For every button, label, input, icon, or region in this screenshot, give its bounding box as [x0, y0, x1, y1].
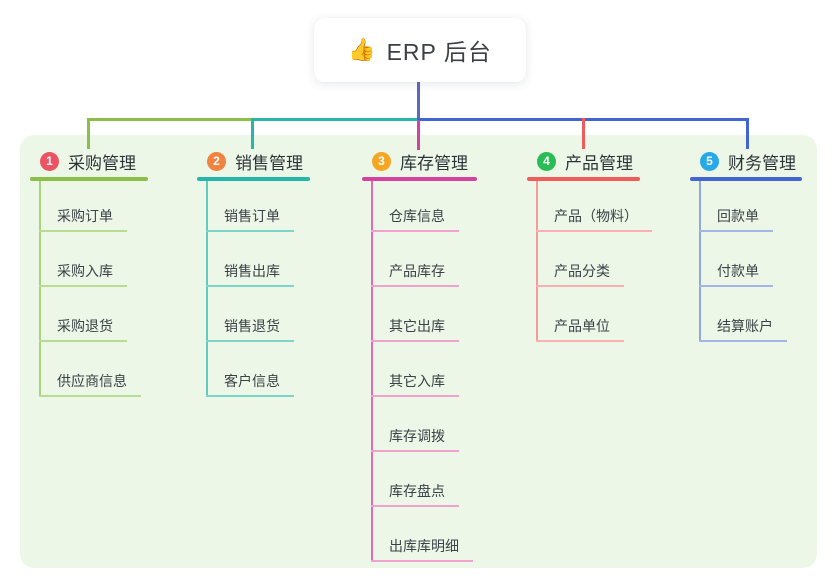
canvas-background — [20, 135, 817, 568]
branch-title: 库存管理 — [400, 153, 468, 173]
child-node[interactable]: 销售出库 — [206, 261, 294, 287]
branch-drop-line-1 — [87, 118, 90, 149]
branch-header[interactable]: 4 产品管理 — [527, 146, 640, 176]
branch-title: 财务管理 — [728, 153, 796, 173]
child-node[interactable]: 结算账户 — [699, 316, 787, 342]
child-node[interactable]: 产品库存 — [371, 261, 473, 287]
bus-line-green — [87, 118, 253, 121]
child-node-label: 销售退货 — [206, 316, 294, 342]
branch-purchase-management: 1 采购管理 采购订单采购入库采购退货供应商信息 — [30, 146, 148, 397]
branch-finance-management: 5 财务管理 回款单付款单结算账户 — [690, 146, 802, 342]
branch-number-badge: 2 — [207, 151, 226, 171]
branch-number-badge: 3 — [372, 151, 391, 171]
branch-number-badge: 4 — [537, 151, 556, 171]
child-node[interactable]: 库存调拨 — [371, 426, 473, 452]
thumbs-up-icon: 👍 — [348, 37, 376, 62]
branch-children: 产品（物料） 产品分类产品单位 — [536, 206, 652, 371]
child-node-label: 库存调拨 — [371, 426, 459, 452]
branch-trunk-line — [536, 181, 538, 342]
child-node-label: 付款单 — [699, 261, 773, 287]
bus-line-teal — [252, 118, 418, 121]
child-node-label: 产品单位 — [536, 316, 624, 342]
branch-drop-line-3 — [417, 120, 420, 150]
branch-drop-line-5 — [746, 118, 749, 149]
child-node[interactable]: 其它入库 — [371, 371, 473, 397]
child-node[interactable]: 其它出库 — [371, 316, 473, 342]
child-node[interactable]: 产品（物料） — [536, 206, 652, 232]
branch-drop-line-4 — [582, 118, 585, 149]
branch-product-management: 4 产品管理 产品（物料） 产品分类产品单位 — [527, 146, 652, 342]
branch-title: 采购管理 — [68, 153, 136, 173]
branch-number-badge: 1 — [40, 151, 59, 171]
child-node[interactable]: 产品分类 — [536, 261, 652, 287]
branch-header[interactable]: 1 采购管理 — [30, 146, 148, 176]
branch-trunk-line — [371, 181, 373, 562]
child-node[interactable]: 供应商信息 — [39, 371, 141, 397]
child-node-label: 结算账户 — [699, 316, 787, 342]
branch-trunk-line — [39, 181, 41, 397]
child-node-label: 回款单 — [699, 206, 773, 232]
child-node[interactable]: 客户信息 — [206, 371, 294, 397]
branch-children: 采购订单采购入库采购退货供应商信息 — [39, 206, 141, 426]
child-node-label: 其它入库 — [371, 371, 459, 397]
branch-children: 仓库信息产品库存其它出库其它入库库存调拨库存盘点出库库明细 — [371, 206, 473, 588]
branch-header[interactable]: 2 销售管理 — [197, 146, 310, 176]
child-node[interactable]: 仓库信息 — [371, 206, 473, 232]
child-node-label: 产品（物料） — [536, 206, 652, 232]
branch-header[interactable]: 5 财务管理 — [690, 146, 802, 176]
branch-header[interactable]: 3 库存管理 — [362, 146, 477, 176]
branch-children: 回款单付款单结算账户 — [699, 206, 787, 371]
child-node[interactable]: 销售退货 — [206, 316, 294, 342]
branch-trunk-line — [699, 181, 701, 342]
child-node-label: 库存盘点 — [371, 481, 459, 507]
child-node[interactable]: 采购订单 — [39, 206, 141, 232]
branch-underline — [30, 177, 148, 181]
branch-title: 产品管理 — [565, 153, 633, 173]
child-node-label: 其它出库 — [371, 316, 459, 342]
child-node[interactable]: 出库库明细 — [371, 536, 473, 562]
root-node[interactable]: 👍 ERP 后台 — [314, 18, 526, 82]
child-node-label: 产品分类 — [536, 261, 624, 287]
child-node-label: 供应商信息 — [39, 371, 141, 397]
root-title: ERP 后台 — [386, 39, 492, 65]
branch-drop-line-2 — [251, 118, 254, 149]
branch-number-badge: 5 — [700, 151, 719, 171]
child-node-label: 客户信息 — [206, 371, 294, 397]
child-node[interactable]: 销售订单 — [206, 206, 294, 232]
child-node[interactable]: 产品单位 — [536, 316, 652, 342]
child-node-label: 出库库明细 — [371, 536, 473, 562]
branch-underline — [690, 177, 802, 181]
child-node[interactable]: 付款单 — [699, 261, 787, 287]
child-node-label: 采购订单 — [39, 206, 127, 232]
branch-underline — [527, 177, 640, 181]
branch-trunk-line — [206, 181, 208, 397]
child-node-label: 采购入库 — [39, 261, 127, 287]
branch-underline — [197, 177, 310, 181]
branch-inventory-management: 3 库存管理 仓库信息产品库存其它出库其它入库库存调拨库存盘点出库库明细 — [362, 146, 477, 562]
child-node-label: 产品库存 — [371, 261, 459, 287]
child-node[interactable]: 采购入库 — [39, 261, 141, 287]
root-connector-line — [417, 82, 420, 119]
branch-sales-management: 2 销售管理 销售订单销售出库销售退货客户信息 — [197, 146, 310, 397]
child-node[interactable]: 库存盘点 — [371, 481, 473, 507]
branch-children: 销售订单销售出库销售退货客户信息 — [206, 206, 294, 426]
branch-title: 销售管理 — [235, 153, 303, 173]
child-node-label: 仓库信息 — [371, 206, 459, 232]
child-node[interactable]: 采购退货 — [39, 316, 141, 342]
child-node-label: 采购退货 — [39, 316, 127, 342]
child-node-label: 销售订单 — [206, 206, 294, 232]
child-node-label: 销售出库 — [206, 261, 294, 287]
branch-underline — [362, 177, 477, 181]
child-node[interactable]: 回款单 — [699, 206, 787, 232]
